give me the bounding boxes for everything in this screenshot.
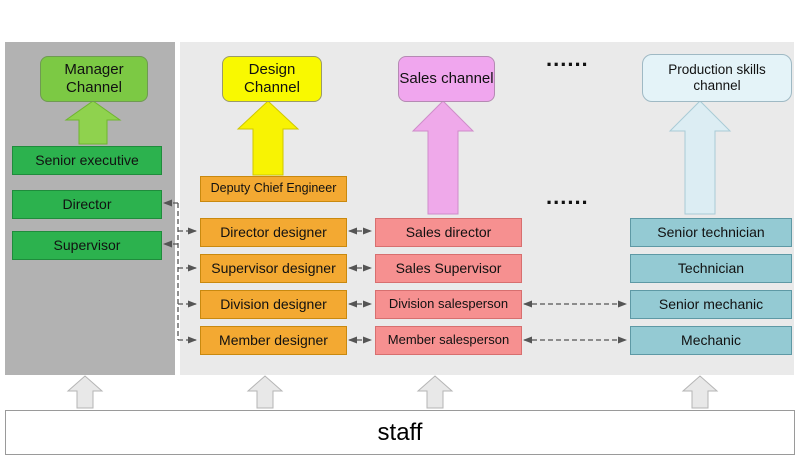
design-channel-header: Design Channel (222, 56, 322, 102)
level-sales-supervisor: Sales Supervisor (375, 254, 522, 283)
level-senior-executive: Senior executive (12, 146, 162, 175)
level-sales-director: Sales director (375, 218, 522, 247)
level-senior-technician: Senior technician (630, 218, 792, 247)
level-division-designer: Division designer (200, 290, 347, 319)
level-division-salesperson: Division salesperson (375, 290, 522, 319)
staff-up-arrow-production-icon (681, 375, 719, 409)
staff-base-box: staff (5, 410, 795, 455)
level-mechanic: Mechanic (630, 326, 792, 355)
level-senior-mechanic: Senior mechanic (630, 290, 792, 319)
sales-channel-header: Sales channel (398, 56, 495, 102)
level-member-designer: Member designer (200, 326, 347, 355)
staff-up-arrow-manager-icon (66, 375, 104, 409)
ellipsis-top: ...... (546, 46, 589, 71)
staff-up-arrow-sales-icon (416, 375, 454, 409)
manager-channel-header: Manager Channel (40, 56, 148, 102)
level-director: Director (12, 190, 162, 219)
ellipsis-mid: ...... (546, 184, 589, 209)
level-member-salesperson: Member salesperson (375, 326, 522, 355)
staff-up-arrow-design-icon (246, 375, 284, 409)
level-deputy-chief-engineer: Deputy Chief Engineer (200, 176, 347, 202)
level-technician: Technician (630, 254, 792, 283)
level-supervisor-designer: Supervisor designer (200, 254, 347, 283)
level-supervisor: Supervisor (12, 231, 162, 260)
production-channel-header: Production skills channel (642, 54, 792, 102)
level-director-designer: Director designer (200, 218, 347, 247)
